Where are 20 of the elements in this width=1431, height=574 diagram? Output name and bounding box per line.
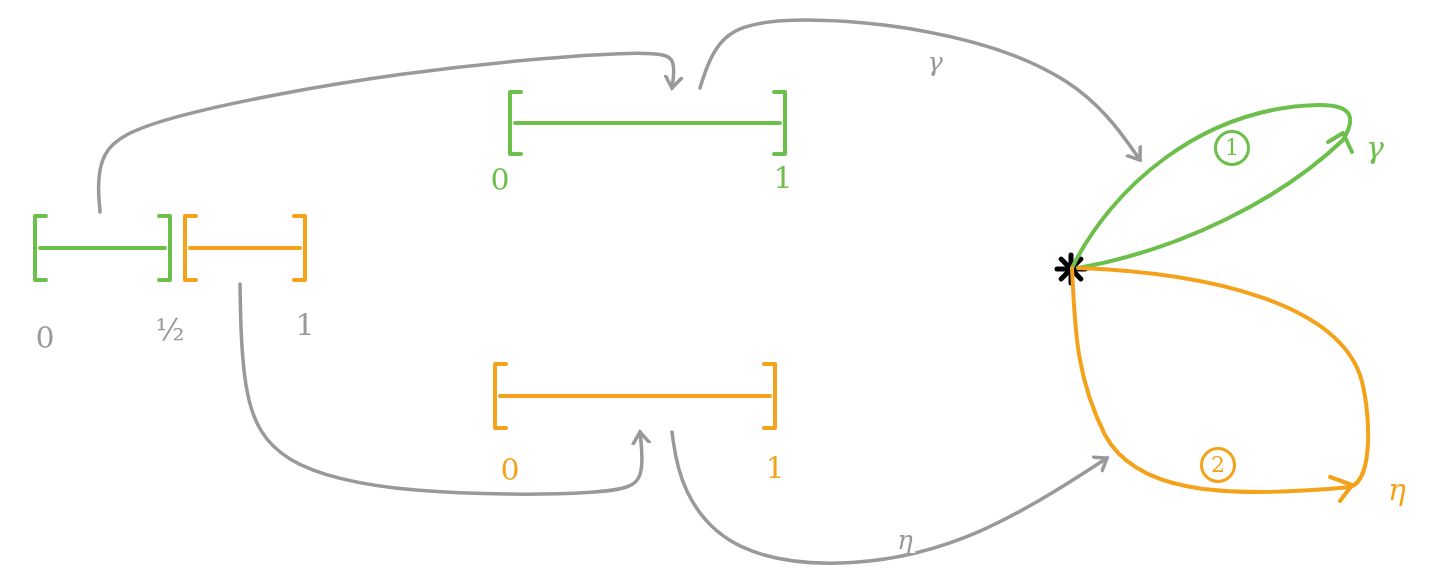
tick-label: 1: [773, 163, 793, 193]
arrow: [670, 430, 1109, 565]
circled-number: 2: [1200, 447, 1236, 483]
tick-label: ½: [155, 315, 185, 345]
loop-name: γ: [1366, 133, 1384, 163]
asterisk-icon: [1055, 253, 1087, 285]
arrow: [96, 51, 684, 214]
interval-bracket: [180, 212, 310, 284]
circled-number: 1: [1214, 130, 1250, 166]
loop-name: η: [1388, 475, 1406, 505]
interval-bracket: [490, 360, 780, 432]
tick-label: 1: [295, 310, 315, 340]
interval-bracket: [505, 88, 790, 158]
arrow: [238, 282, 651, 496]
tick-label: 0: [35, 323, 55, 353]
tick-label: 1: [765, 453, 785, 483]
tick-label: 0: [490, 165, 510, 195]
tick-label: 0: [500, 455, 520, 485]
arrow: [698, 18, 1142, 162]
interval-bracket: [30, 212, 175, 284]
